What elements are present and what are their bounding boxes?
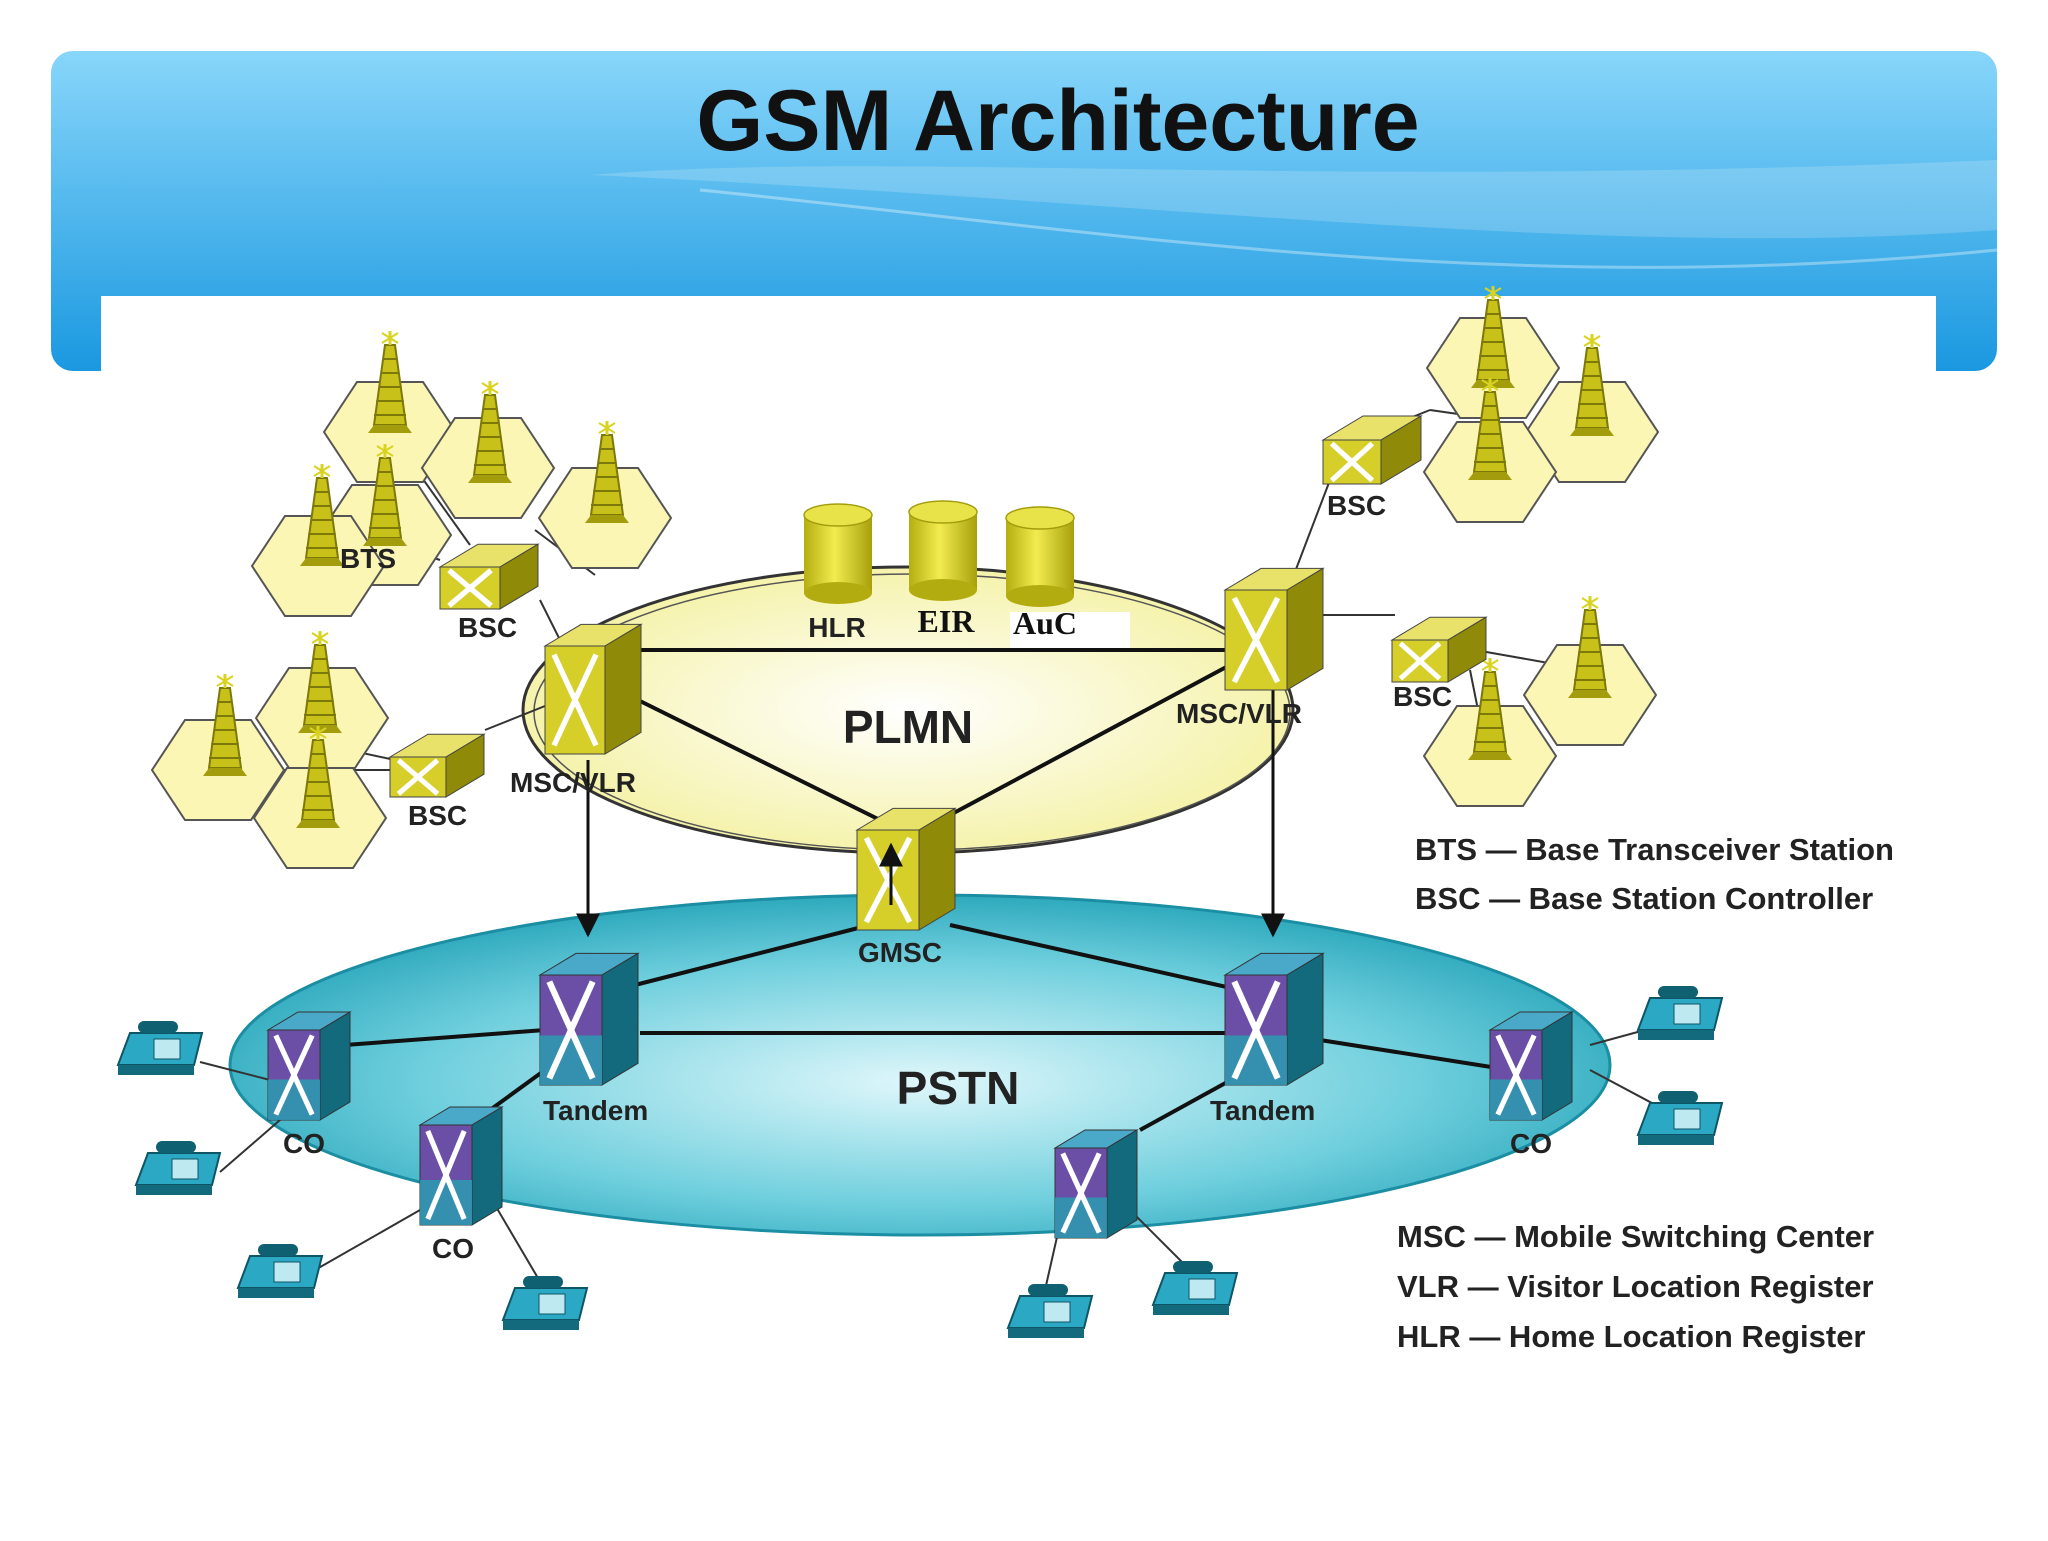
- bsc-label-right: BSC: [1393, 681, 1452, 712]
- telephone-icon: [134, 1141, 222, 1195]
- bsc-label-top-left: BSC: [458, 612, 517, 643]
- tandem-left-box: [538, 952, 640, 1086]
- tandem-right-box: [1223, 952, 1325, 1086]
- co-label-bottom-left: CO: [432, 1233, 474, 1264]
- cell-tower-icon: [298, 631, 342, 733]
- database-cylinder-icon: [803, 503, 873, 604]
- plmn-label: PLMN: [843, 701, 973, 753]
- database-cylinder-icon: [908, 500, 978, 601]
- telephone-icon: [1006, 1284, 1094, 1338]
- legend-vlr: VLR — Visitor Location Register: [1397, 1269, 1874, 1304]
- bsc-label-top-right: BSC: [1327, 490, 1386, 521]
- telephone-icon: [236, 1244, 324, 1298]
- co-left-box: [266, 1011, 352, 1121]
- co-bottom-right-box: [1053, 1129, 1139, 1239]
- telephone-icon: [1636, 986, 1724, 1040]
- cell-tower-icon: [296, 726, 340, 828]
- element-labels: BTS BSC BSC BSC BSC MSC/VLR MSC/VLR GMSC…: [283, 490, 1552, 1264]
- cell-tower-icon: [585, 421, 629, 523]
- cell-tower-icon: [1568, 596, 1612, 698]
- legend-bottom: MSC — Mobile Switching Center VLR — Visi…: [1397, 1219, 1874, 1354]
- bts-label: BTS: [340, 543, 396, 574]
- arrow-links: [576, 680, 1285, 938]
- telephone-icon: [501, 1276, 589, 1330]
- legend-msc: MSC — Mobile Switching Center: [1397, 1219, 1874, 1254]
- cell-towers: [203, 286, 1614, 828]
- legend-top: BTS — Base Transceiver Station BSC — Bas…: [1415, 832, 1894, 916]
- bsc-top-right-box: [1321, 415, 1423, 485]
- msc-vlr-label-left: MSC/VLR: [510, 767, 636, 798]
- cell-tower-icon: [203, 674, 247, 776]
- co-bottom-left-box: [418, 1106, 504, 1226]
- cell-tower-icon: [468, 381, 512, 483]
- network-links: [344, 648, 1511, 1132]
- telephone-icon: [1151, 1261, 1239, 1315]
- bsc-right-box: [1390, 616, 1488, 683]
- switch-boxes: [266, 415, 1574, 1239]
- cell-tower-icon: [300, 464, 344, 566]
- pstn-label: PSTN: [897, 1062, 1020, 1114]
- co-right-box: [1488, 1011, 1574, 1121]
- gmsc-label: GMSC: [858, 937, 942, 968]
- legend-bts: BTS — Base Transceiver Station: [1415, 832, 1894, 867]
- telephone-icon: [116, 1021, 204, 1075]
- cell-tower-icon: [1468, 658, 1512, 760]
- co-label-left: CO: [283, 1128, 325, 1159]
- databases: [803, 500, 1075, 607]
- cell-tower-icon: [368, 331, 412, 433]
- telephones: [116, 986, 1724, 1338]
- database-cylinder-icon: [1005, 506, 1075, 607]
- cell-tower-icon: [363, 444, 407, 546]
- msc-vlr-right-box: [1223, 567, 1325, 691]
- eir-label: EIR: [918, 603, 976, 639]
- page-title: GSM Architecture: [696, 73, 1419, 169]
- legend-hlr: HLR — Home Location Register: [1397, 1319, 1866, 1354]
- msc-vlr-left-box: [543, 623, 643, 755]
- legend-bsc: BSC — Base Station Controller: [1415, 881, 1873, 916]
- bsc-label-left: BSC: [408, 800, 467, 831]
- cell-tower-icon: [1570, 334, 1614, 436]
- msc-vlr-label-right: MSC/VLR: [1176, 698, 1302, 729]
- hlr-label: HLR: [808, 612, 866, 643]
- telephone-icon: [1636, 1091, 1724, 1145]
- auc-label: AuC: [1013, 605, 1077, 641]
- bsc-left-box: [388, 733, 486, 798]
- tandem-label-left: Tandem: [543, 1095, 648, 1126]
- co-label-right: CO: [1510, 1128, 1552, 1159]
- gmsc-box: [855, 807, 957, 931]
- bsc-top-left-box: [438, 543, 540, 610]
- cell-tower-icon: [1468, 378, 1512, 480]
- tandem-label-right: Tandem: [1210, 1095, 1315, 1126]
